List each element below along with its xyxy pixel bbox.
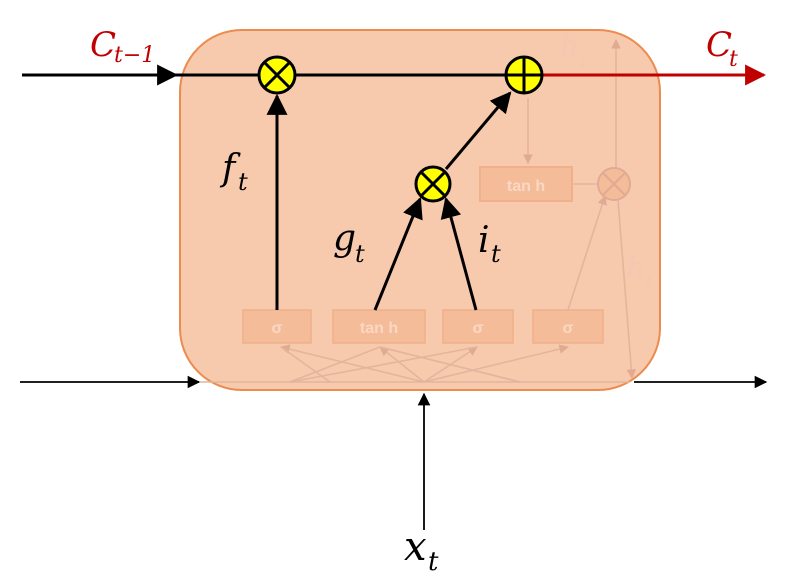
h-right-subscript: t [645,271,654,295]
input-multiply-operator [414,165,452,203]
output-multiply-operator [597,167,631,201]
cell-tanh-label: tan h [507,178,545,195]
forget-gate-label: σ [272,320,283,337]
cell-add-operator [504,55,544,95]
input-gate-box: σ [442,309,514,344]
c-next-letter: C [706,25,732,65]
h-top-label: h [560,29,579,64]
g-subscript: t [355,240,365,268]
forget-gate-box: σ [242,309,312,344]
g-letter: g [333,218,356,259]
io-wiring [20,375,768,530]
x-subscript: t [428,547,439,577]
output-gate-label: σ [563,320,574,337]
faded-gate-boxes: σ tan h σ σ tan h [242,166,631,344]
candidate-gate-box: tan h [332,309,426,344]
h-right-label: h [626,251,645,286]
i-label: i t [478,220,501,268]
main-wiring [22,64,512,311]
c-prev-subscript: t−1 [114,43,155,68]
f-subscript: t [238,168,248,196]
i-subscript: t [491,240,501,268]
faded-wiring [200,39,637,383]
i-letter: i [478,220,490,261]
candidate-gate-label: tan h [360,320,398,337]
x-label: x t [404,524,439,577]
c-prev-letter: C [90,25,116,65]
g-label: g t [333,218,365,268]
output-gate-box: σ [532,309,604,344]
cell-tanh-box: tan h [479,166,573,202]
forget-multiply-operator [257,55,297,95]
c-next-subscript: t [729,47,738,72]
c-next-label: C t [706,25,738,72]
c-prev-label: C t−1 [90,25,155,68]
input-gate-label: σ [473,320,484,337]
x-letter: x [404,524,427,570]
h-top-subscript: t [580,49,589,73]
